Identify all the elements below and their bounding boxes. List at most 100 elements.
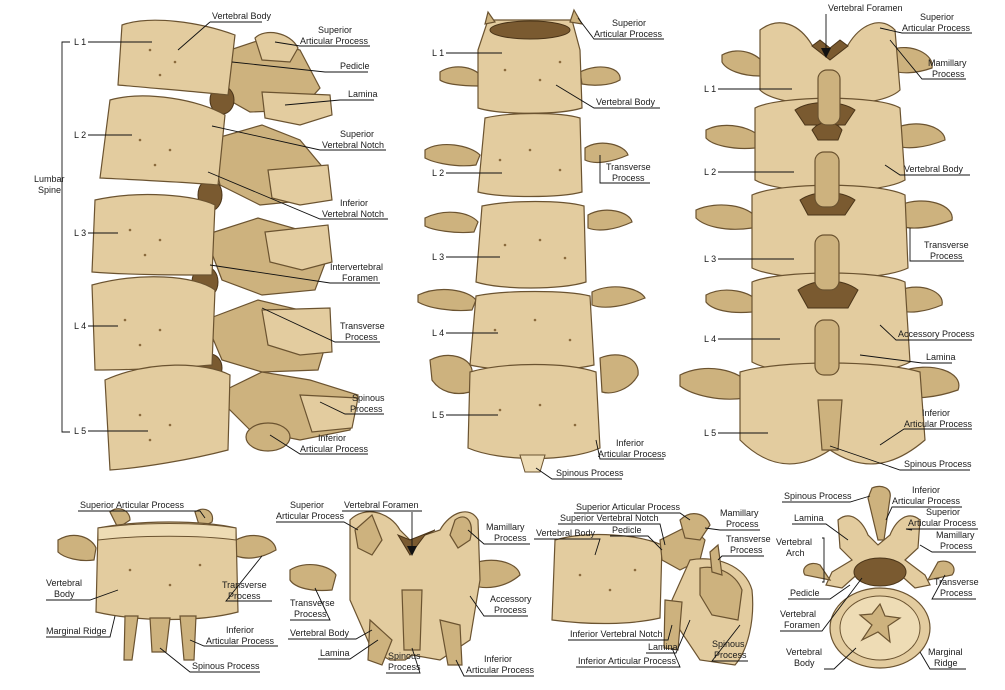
b3-spinous-label-2: Process [714, 650, 747, 660]
lateral-body-l4 [91, 276, 216, 371]
lateral-spinous-label-1: Spinous [352, 393, 385, 403]
b4-sup-articular-label-2: Articular Process [908, 518, 977, 528]
b3-inf-articular-label: Inferior Articular Process [578, 656, 677, 666]
lateral-sup-notch-label-1: Superior [340, 129, 374, 139]
posterior-vertebral-body-label: Vertebral Body [904, 164, 964, 174]
b3-mamillary-label-2: Process [726, 519, 759, 529]
lateral-transverse-label-1: Transverse [340, 321, 385, 331]
panel-posterior-view: Vertebral Foramen L 1 L 2 L 3 L 4 L 5 Su… [679, 3, 975, 471]
b4-inf-articular-label-1: Inferior [912, 485, 940, 495]
b2-sup-articular-label-2: Articular Process [276, 511, 345, 521]
b3-mamillary-label-1: Mamillary [720, 508, 759, 518]
b3-lamina-label: Lamina [648, 642, 678, 652]
posterior-level-l5: L 5 [704, 428, 716, 438]
posterior-level-l4: L 4 [704, 334, 716, 344]
lateral-spinous-label-2: Process [350, 404, 383, 414]
b1-transverse-label-2: Process [228, 591, 261, 601]
anterior-level-l5: L 5 [432, 410, 444, 420]
posterior-sup-articular-label-2: Articular Process [902, 23, 971, 33]
b2-inf-articular-label-1: Inferior [484, 654, 512, 664]
b1-sup-articular-label: Superior Articular Process [80, 500, 185, 510]
b3-vertebral-body-label: Vertebral Body [536, 528, 596, 538]
b4-vertebral-arch-label-1: Vertebral [776, 537, 812, 547]
lateral-body-l5 [104, 364, 231, 471]
b4-marginal-ridge-label-2: Ridge [934, 658, 958, 668]
lateral-iv-foramen-label-1: Intervertebral [330, 262, 383, 272]
lateral-pedicle-label: Pedicle [340, 61, 370, 71]
b4-marginal-ridge-label-1: Marginal [928, 647, 963, 657]
lateral-level-l2: L 2 [74, 130, 86, 140]
b1-inf-articular-label-2: Articular Process [206, 636, 275, 646]
b3-transverse-label-1: Transverse [726, 534, 771, 544]
b4-mamillary-label-2: Process [940, 541, 973, 551]
posterior-laminae [739, 22, 926, 465]
b4-sup-articular-label-1: Superior [926, 507, 960, 517]
b2-transverse-label-2: Process [294, 609, 327, 619]
anterior-spinous-label: Spinous Process [556, 468, 624, 478]
posterior-level-l3: L 3 [704, 254, 716, 264]
b4-vertebral-body-label-2: Body [794, 658, 815, 668]
b1-vertebral-body-label-2: Body [54, 589, 75, 599]
anterior-transverse-processes [417, 66, 646, 395]
panel-single-superior: Spinous Process Inferior Articular Proce… [776, 485, 979, 670]
b1-spinous-label: Spinous Process [192, 661, 260, 671]
b1-vertebral-body-label-1: Vertebral [46, 578, 82, 588]
b4-vertebral-foramen-label-1: Vertebral [780, 609, 816, 619]
b2-lamina-label: Lamina [320, 648, 350, 658]
posterior-vertebral-foramen-label: Vertebral Foramen [828, 3, 903, 13]
anterior-vertebral-bodies [467, 8, 601, 473]
b1-transverse-label-1: Transverse [222, 580, 267, 590]
b3-inf-notch-label: Inferior Vertebral Notch [570, 629, 663, 639]
posterior-transverse-label-2: Process [930, 251, 963, 261]
posterior-level-l2: L 2 [704, 167, 716, 177]
posterior-sup-articular-label-1: Superior [920, 12, 954, 22]
anterior-inf-articular-label-2: Articular Process [598, 449, 667, 459]
b4-spinous-label: Spinous Process [784, 491, 852, 501]
b4-lamina-label: Lamina [794, 513, 824, 523]
posterior-lamina-label: Lamina [926, 352, 956, 362]
anterior-level-l2: L 2 [432, 168, 444, 178]
lateral-vertebral-body-label: Vertebral Body [212, 11, 272, 21]
anterior-sup-articular-label-2: Articular Process [594, 29, 663, 39]
lateral-level-l4: L 4 [74, 321, 86, 331]
b2-mamillary-label-1: Mamillary [486, 522, 525, 532]
anterior-level-l4: L 4 [432, 328, 444, 338]
b1-marginal-ridge-label: Marginal Ridge [46, 626, 107, 636]
b2-inf-articular-label-2: Articular Process [466, 665, 535, 675]
b2-sup-articular-label-1: Superior [290, 500, 324, 510]
b2-spinous-label-1: Spinous [388, 651, 421, 661]
b3-sup-articular-label: Superior Articular Process [576, 502, 681, 512]
lateral-sup-articular-label-1: Superior [318, 25, 352, 35]
posterior-inf-articular-label-2: Articular Process [904, 419, 973, 429]
b3-spinous-label-1: Spinous [712, 639, 745, 649]
lateral-inf-articular-label-1: Inferior [318, 433, 346, 443]
b1-inf-articular-label-1: Inferior [226, 625, 254, 635]
b3-pedicle-label: Pedicle [612, 525, 642, 535]
b2-accessory-label-1: Accessory [490, 594, 532, 604]
panel-single-lateral: Superior Articular Process Superior Vert… [534, 502, 771, 668]
anterior-inf-articular-label-1: Inferior [616, 438, 644, 448]
lateral-lamina-label: Lamina [348, 89, 378, 99]
panel-lateral-view: Lumbar Spine L 1 L 2 L 3 L 4 L 5 Vertebr… [34, 11, 388, 471]
lateral-transverse-label-2: Process [345, 332, 378, 342]
posterior-transverse-processes [679, 47, 960, 400]
posterior-mamillary-label-1: Mamillary [928, 58, 967, 68]
lateral-inf-articular-label-2: Articular Process [300, 444, 369, 454]
lateral-inf-notch-label-1: Inferior [340, 198, 368, 208]
anterior-sup-articular-label-1: Superior [612, 18, 646, 28]
b4-mamillary-label-1: Mamillary [936, 530, 975, 540]
b3-sup-notch-label: Superior Vertebral Notch [560, 513, 659, 523]
lateral-sup-articular-label-2: Articular Process [300, 36, 369, 46]
panel-anterior-view: L 1 L 2 L 3 L 4 L 5 Superior Articular P… [417, 8, 667, 480]
lateral-sup-notch-label-2: Vertebral Notch [322, 140, 384, 150]
b4-transverse-label-1: Transverse [934, 577, 979, 587]
b3-transverse-label-2: Process [730, 545, 763, 555]
lateral-iv-foramen-label-2: Foramen [342, 273, 378, 283]
b4-vertebral-body-label-1: Vertebral [786, 647, 822, 657]
posterior-spinous-label: Spinous Process [904, 459, 972, 469]
b2-mamillary-label-2: Process [494, 533, 527, 543]
anterior-level-l1: L 1 [432, 48, 444, 58]
b4-vertebral-foramen-label-2: Foramen [784, 620, 820, 630]
lateral-level-l1: L 1 [74, 37, 86, 47]
